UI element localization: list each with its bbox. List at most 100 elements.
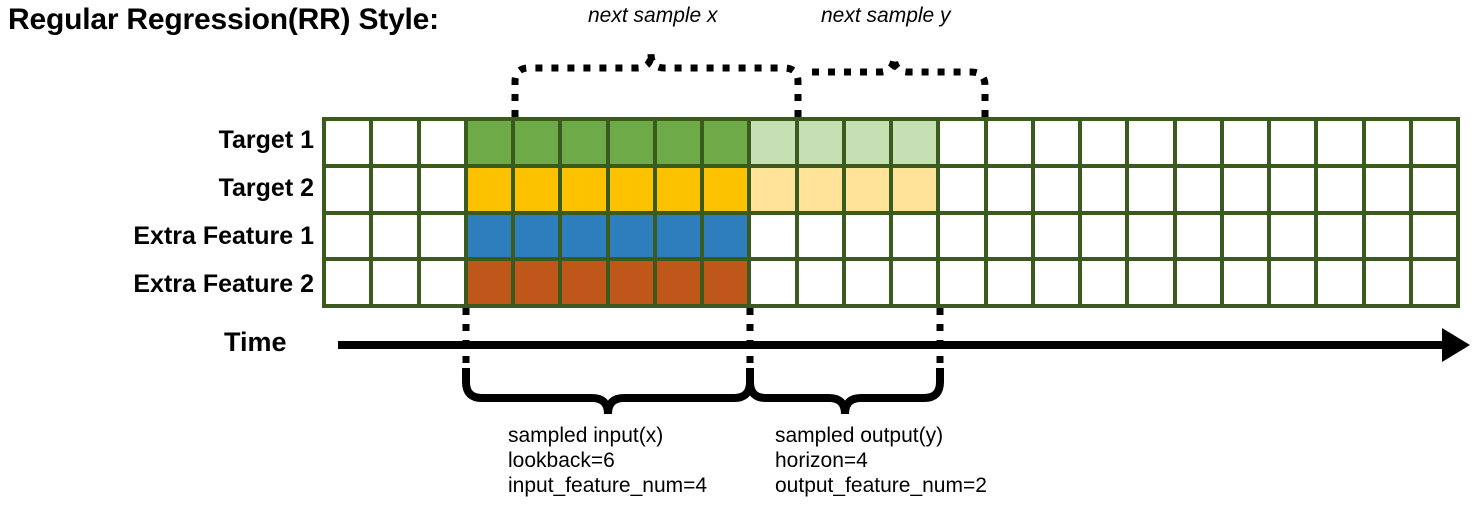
cell-blank [987,214,1031,258]
row-label-extra-feature-1: Extra Feature 1 [133,222,314,250]
cell-blank [1176,261,1220,304]
cell-blank [420,214,464,258]
cell-blank [987,167,1031,211]
cell-blank [1176,167,1220,211]
cell-blank [1412,261,1456,304]
cell-blank [798,261,842,304]
cell-input-extra-feature-2 [609,261,653,304]
cell-blank [1318,261,1362,304]
cell-input-extra-feature-1 [515,214,559,258]
cell-blank [1129,167,1173,211]
cell-blank [845,261,889,304]
bottom-brace-sampled-input [462,368,754,415]
cell-input-extra-feature-2 [467,261,511,304]
cell-input-extra-feature-2 [562,261,606,304]
cell-blank [1223,261,1267,304]
cell-blank [326,121,370,164]
cell-input-target-2 [515,167,559,211]
cell-output-target-1 [893,121,937,164]
cell-input-target-1 [609,121,653,164]
cell-blank [798,214,842,258]
sample-boundary-guides [462,308,944,372]
cell-blank [1271,167,1315,211]
cell-blank [751,214,795,258]
top-brace-next-sample-y [812,55,989,117]
note-sampled-input-feature-num: input_feature_num=4 [508,474,708,497]
grid-row-extra-feature-2 [326,261,1456,304]
cell-blank [1318,214,1362,258]
note-sampled-input-title: sampled input(x) [508,424,664,447]
cell-input-target-2 [704,167,748,211]
brace-label-next-sample-x: next sample x [588,4,718,27]
cell-blank [1412,214,1456,258]
cell-blank [1365,261,1409,304]
cell-blank [1034,167,1078,211]
note-sampled-input: sampled input(x) lookback=6 input_featur… [508,423,707,498]
cell-blank [845,214,889,258]
grid-row-target-2 [326,167,1456,211]
row-label-extra-feature-2: Extra Feature 2 [133,270,314,298]
note-sampled-output-horizon: horizon=4 [775,449,868,472]
brace-label-next-sample-y: next sample y [821,4,951,27]
cell-blank [940,121,984,164]
cell-output-target-2 [751,167,795,211]
cell-blank [1082,214,1126,258]
grid-row-target-1 [326,121,1456,164]
cell-input-target-2 [656,167,700,211]
cell-blank [326,261,370,304]
cell-output-target-1 [798,121,842,164]
page-title: Regular Regression(RR) Style: [8,3,439,36]
cell-output-target-2 [798,167,842,211]
row-label-target-2: Target 2 [218,174,314,202]
cell-input-target-1 [562,121,606,164]
cell-input-target-2 [609,167,653,211]
cell-blank [1082,167,1126,211]
cell-blank [987,121,1031,164]
cell-blank [1176,214,1220,258]
cell-output-target-2 [845,167,889,211]
time-axis-arrow [338,328,1470,362]
cell-input-target-2 [467,167,511,211]
cell-blank [1271,121,1315,164]
cell-blank [326,214,370,258]
note-sampled-output-title: sampled output(y) [775,424,944,447]
cell-input-target-1 [656,121,700,164]
cell-blank [1034,261,1078,304]
cell-input-target-2 [562,167,606,211]
cell-input-target-1 [467,121,511,164]
cell-blank [893,214,937,258]
cell-input-extra-feature-2 [515,261,559,304]
cell-blank [420,121,464,164]
cell-blank [940,167,984,211]
cell-blank [1082,261,1126,304]
cell-blank [1223,214,1267,258]
cell-output-target-2 [893,167,937,211]
cell-blank [1318,167,1362,211]
row-label-target-1: Target 1 [218,126,314,154]
cell-blank [373,121,417,164]
cell-output-target-1 [751,121,795,164]
cell-blank [940,214,984,258]
cell-blank [987,261,1031,304]
cell-blank [373,214,417,258]
cell-blank [373,261,417,304]
cell-blank [940,261,984,304]
grid-row-extra-feature-1 [326,214,1456,258]
top-brace-next-sample-x [511,53,802,117]
cell-blank [1082,121,1126,164]
cell-input-extra-feature-1 [656,214,700,258]
cell-blank [1223,167,1267,211]
note-sampled-output: sampled output(y) horizon=4 output_featu… [775,423,987,498]
cell-blank [1129,261,1173,304]
cell-blank [1365,214,1409,258]
cell-blank [1176,121,1220,164]
cell-blank [1129,121,1173,164]
cell-blank [1271,214,1315,258]
note-sampled-output-feature-num: output_feature_num=2 [775,474,987,497]
time-axis-label: Time [224,327,287,357]
cell-input-extra-feature-1 [704,214,748,258]
cell-blank [1034,214,1078,258]
bottom-brace-sampled-output [746,368,944,415]
cell-input-extra-feature-1 [562,214,606,258]
